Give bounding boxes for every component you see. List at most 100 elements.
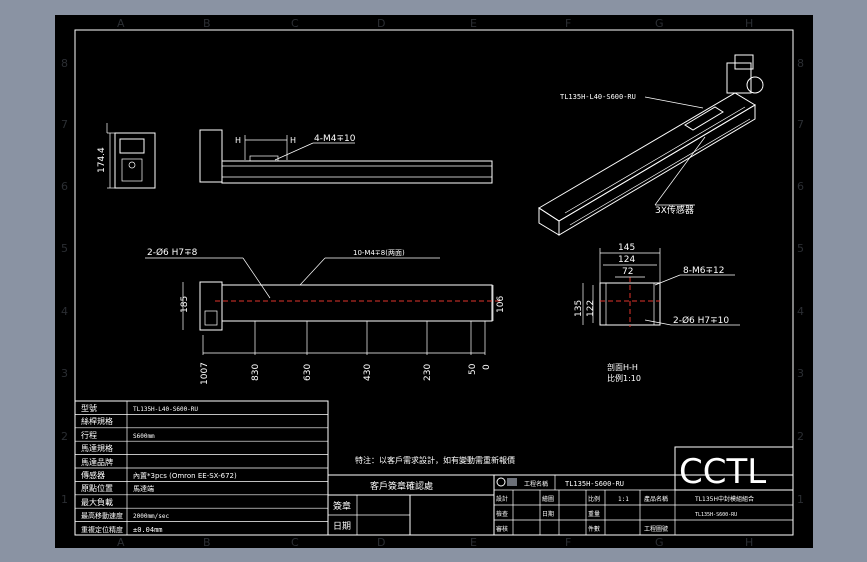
svg-text:TL135H中封模組組合: TL135H中封模組組合 (694, 495, 754, 503)
svg-text:H: H (290, 136, 296, 145)
svg-text:4: 4 (797, 305, 804, 318)
side-view: H H 4-M4∓10 (199, 129, 493, 184)
svg-text:F: F (565, 17, 571, 30)
grid-rows-left: 8 7 6 5 4 3 2 1 (61, 57, 68, 506)
svg-text:3: 3 (61, 367, 68, 380)
svg-text:傳感器: 傳感器 (81, 470, 105, 480)
svg-text:D: D (377, 17, 385, 30)
svg-text:重量: 重量 (588, 510, 600, 518)
plan-thread-note: 10-M4∓8(两面) (353, 249, 405, 257)
section-thread-note: 8-M6∓12 (683, 266, 724, 276)
iso-sensor-note: 3X传感器 (655, 204, 694, 216)
svg-text:4: 4 (61, 305, 68, 318)
svg-text:E: E (470, 17, 477, 30)
svg-text:C: C (291, 536, 299, 548)
side-view-hole-note: 4-M4∓10 (314, 134, 356, 144)
drawing-frame: A B C D E F G H A B C D E F G H 8 7 6 5 … (55, 15, 813, 548)
svg-text:比例: 比例 (588, 495, 600, 503)
plan-pin-note: 2-Ø6 H7∓8 (147, 247, 198, 258)
svg-text:230: 230 (423, 364, 433, 381)
svg-text:內置*3pcs (Omron EE-SX-672): 內置*3pcs (Omron EE-SX-672) (133, 471, 237, 480)
svg-text:日期: 日期 (333, 521, 351, 532)
svg-text:1007: 1007 (200, 362, 210, 385)
svg-text:行程: 行程 (81, 430, 97, 440)
svg-text:設計: 設計 (496, 495, 508, 503)
plan-dim-right: 106 (496, 296, 506, 313)
cad-drawing: A B C D E F G H A B C D E F G H 8 7 6 5 … (61, 17, 804, 548)
end-view: 174.4 (97, 123, 156, 189)
grid-columns-bottom: A B C D E F G H (117, 536, 753, 548)
svg-text:件數: 件數 (588, 525, 600, 533)
section-scale: 比例1:10 (607, 373, 641, 383)
svg-text:5: 5 (61, 242, 68, 255)
svg-text:工程名稱: 工程名稱 (524, 480, 548, 488)
svg-text:2: 2 (61, 430, 68, 443)
svg-text:型號: 型號 (81, 403, 97, 413)
svg-text:TL135H-L40-S600-RU: TL135H-L40-S600-RU (133, 406, 198, 413)
svg-text:原點位置: 原點位置 (81, 483, 113, 493)
company-logo-mark (507, 478, 517, 486)
svg-text:A: A (117, 536, 125, 548)
title-block: 工程名稱 TL135H-S600-RU 設計 繪圖 比例 1:1 檢查 日期 重… (493, 446, 794, 536)
svg-text:B: B (203, 536, 211, 548)
svg-text:2: 2 (797, 430, 804, 443)
svg-text:124: 124 (618, 255, 635, 265)
svg-text:830: 830 (251, 364, 261, 381)
svg-text:630: 630 (303, 364, 313, 381)
svg-text:7: 7 (61, 118, 68, 131)
iso-view: TL135H-L40-S600-RU 3X传感器 (538, 54, 764, 236)
svg-text:絲桿規格: 絲桿規格 (81, 416, 113, 426)
svg-text:審核: 審核 (496, 525, 508, 533)
svg-text:8: 8 (61, 57, 68, 70)
svg-text:最高移動速度: 最高移動速度 (81, 511, 123, 520)
svg-text:B: B (203, 17, 211, 30)
svg-text:馬達品牌: 馬達品牌 (81, 457, 113, 467)
svg-text:±0.04mm: ±0.04mm (133, 526, 163, 534)
svg-text:日期: 日期 (542, 510, 554, 518)
svg-text:C: C (291, 17, 299, 30)
svg-text:1: 1 (61, 493, 68, 506)
svg-text:D: D (377, 536, 385, 548)
svg-text:3: 3 (797, 367, 804, 380)
svg-text:簽章: 簽章 (333, 500, 351, 512)
svg-text:6: 6 (797, 180, 804, 193)
svg-text:重複定位精度: 重複定位精度 (81, 525, 123, 534)
svg-text:H: H (745, 536, 753, 548)
customer-confirm-box: 客戶簽章確認處 簽章 日期 (327, 474, 495, 536)
svg-text:6: 6 (61, 180, 68, 193)
svg-text:8: 8 (797, 57, 804, 70)
svg-text:H: H (745, 17, 753, 30)
svg-text:7: 7 (797, 118, 804, 131)
svg-text:馬達規格: 馬達規格 (81, 443, 113, 453)
section-pin-note: 2-Ø6 H7∓10 (673, 315, 729, 326)
section-view: 145 124 72 135 122 8-M6∓12 2-Ø6 H7∓10 剖面… (574, 243, 740, 383)
svg-text:G: G (655, 17, 664, 30)
svg-text:5: 5 (797, 242, 804, 255)
svg-text:S600mm: S600mm (133, 433, 155, 440)
svg-text:最大負載: 最大負載 (81, 497, 113, 507)
spec-table: 型號 TL135H-L40-S600-RU 絲桿規格 行程 S600mm 馬達規… (74, 400, 329, 536)
svg-text:繪圖: 繪圖 (542, 495, 554, 503)
svg-text:G: G (655, 536, 664, 548)
iso-model-label: TL135H-L40-S600-RU (560, 93, 636, 101)
drawing-border (74, 29, 794, 536)
svg-text:122: 122 (586, 300, 596, 317)
svg-text:1:1: 1:1 (618, 496, 629, 503)
svg-text:A: A (117, 17, 125, 30)
company-logo-icon (496, 477, 506, 487)
svg-text:TL135H-S600-RU: TL135H-S600-RU (565, 480, 624, 488)
svg-text:50: 50 (468, 363, 478, 375)
svg-text:檢查: 檢查 (496, 510, 508, 518)
brand-logo: CCTL (679, 452, 766, 492)
svg-text:產品名稱: 產品名稱 (644, 495, 668, 503)
svg-text:F: F (565, 536, 571, 548)
svg-text:135: 135 (574, 300, 584, 317)
svg-text:1: 1 (797, 493, 804, 506)
grid-columns-top: A B C D E F G H (117, 17, 753, 30)
svg-text:TL135H-S600-RU: TL135H-S600-RU (695, 512, 737, 518)
svg-text:E: E (470, 536, 477, 548)
plan-view: 2-Ø6 H7∓8 10-M4∓8(两面) 185 106 1007 830 6… (145, 247, 506, 385)
end-view-height-dim: 174.4 (97, 147, 107, 173)
svg-text:工程圖號: 工程圖號 (644, 525, 668, 533)
section-caption: 剖面H-H (607, 362, 638, 372)
